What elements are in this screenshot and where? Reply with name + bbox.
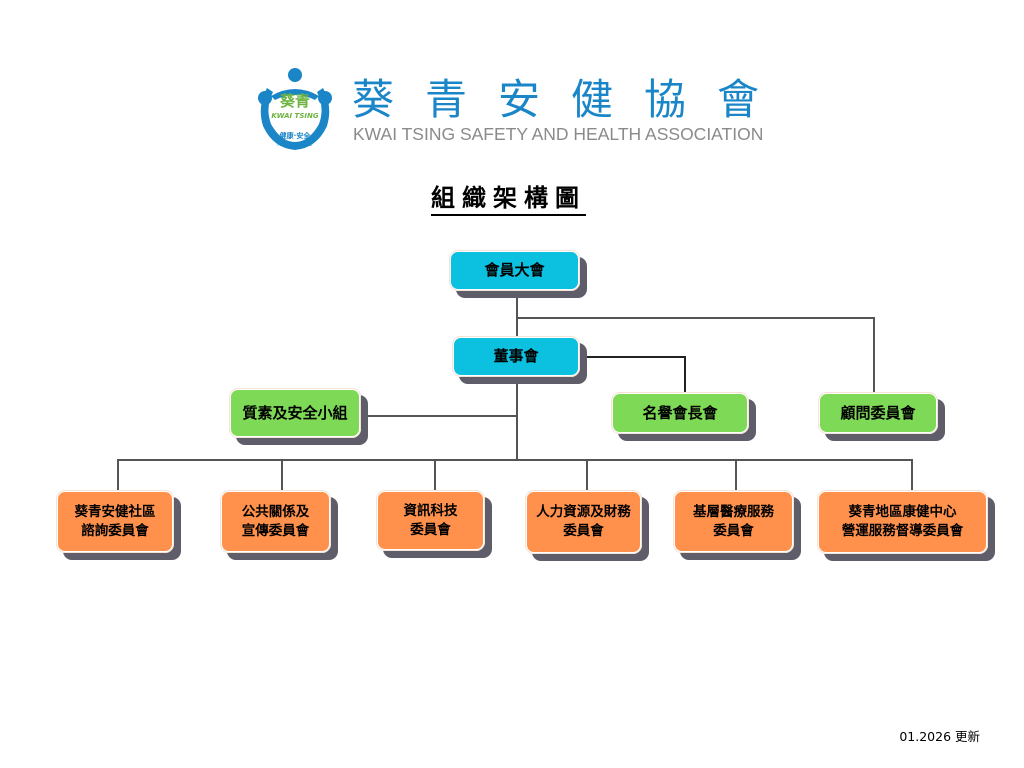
node-label-line1: 公共關係及 [241,503,310,520]
node-committee: 資訊科技委員會 [376,490,485,551]
org-name-english: KWAI TSING SAFETY AND HEALTH ASSOCIATION [353,124,764,144]
node-label-line2: 宣傳委員會 [241,522,310,539]
connector-line [873,317,875,394]
node-label-line1: 人力資源及財務 [536,504,631,520]
node-label-line2: 委員會 [563,523,604,539]
node-general-meeting: 會員大會 [449,250,580,291]
node-label-line1: 資訊科技 [403,502,458,519]
node-label: 名譽會長會 [642,403,718,422]
svg-text:KWAI TSING: KWAI TSING [271,112,318,120]
connector-line [735,459,737,491]
node-label-line1: 基層醫療服務 [693,503,774,520]
node-committee: 葵青地區康健中心營運服務督導委員會 [817,490,988,554]
node-board: 董事會 [452,336,580,377]
svg-text:葵青: 葵青 [280,92,310,110]
update-date: 01.2026 更新 [899,729,980,744]
connector-line [360,415,517,417]
node-label: 顧問委員會 [840,403,916,422]
node-label: 會員大會 [484,261,545,279]
node-committee: 人力資源及財務委員會 [525,490,642,554]
connector-line [911,459,913,491]
page-title: 組織架構圖 [431,184,586,216]
node-honorary-presidents: 名譽會長會 [611,392,749,434]
association-logo: 葵青 KWAI TSING 健康·安全 Healthy · Safe [253,66,337,152]
node-label-line1: 葵青安健社區 [74,503,156,520]
node-quality-safety-group: 質素及安全小組 [229,388,361,438]
node-committee: 葵青安健社區諮詢委員會 [56,490,174,553]
svg-text:Healthy · Safe: Healthy · Safe [277,142,312,148]
org-name-chinese: 葵青安健協會 [352,75,791,124]
connector-line [117,459,119,491]
node-label-line2: 諮詢委員會 [81,522,149,539]
svg-text:健康·安全: 健康·安全 [280,131,312,140]
node-advisory-committee: 顧問委員會 [818,392,938,434]
connector-line [579,356,685,358]
node-label-line2: 營運服務督導委員會 [841,523,964,539]
node-label-line2: 委員會 [713,522,754,539]
connector-line [516,317,874,319]
node-label: 董事會 [493,347,539,365]
node-committee: 基層醫療服務委員會 [673,490,794,553]
node-label: 質素及安全小組 [242,403,348,422]
node-committee: 公共關係及宣傳委員會 [220,490,331,553]
connector-line [117,459,912,461]
connector-line [586,459,588,491]
node-label-line2: 委員會 [410,521,451,538]
connector-line [684,356,686,394]
connector-line [434,459,436,491]
connector-line [281,459,283,491]
node-label-line1: 葵青地區康健中心 [848,504,957,520]
